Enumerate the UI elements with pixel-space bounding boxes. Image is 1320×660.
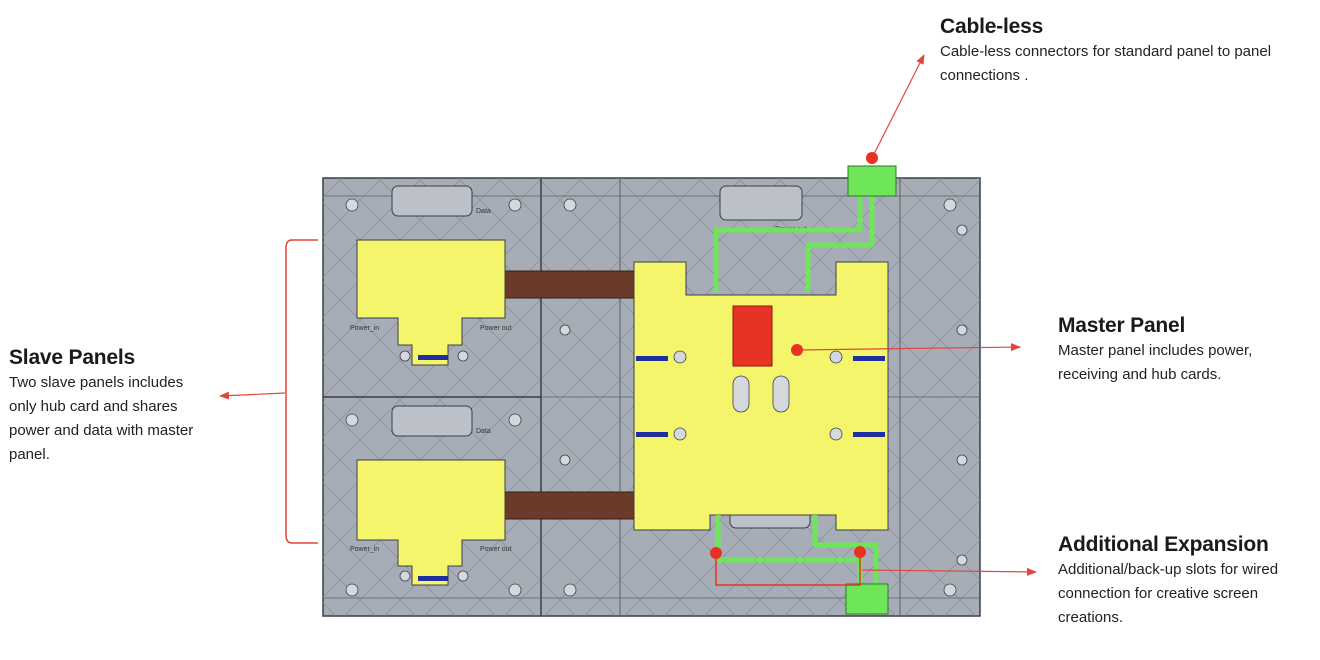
callout-description: Additional/back-up slots for wired conne… <box>1058 561 1279 626</box>
callout-cable-less: Cable-less Cable-less connectors for sta… <box>940 14 1280 88</box>
green-cable-top <box>713 190 875 292</box>
link-bar-top <box>491 270 643 299</box>
callout-title: Master Panel <box>1058 314 1186 337</box>
master-card-board <box>633 261 889 531</box>
handle-slave-bottom <box>391 405 473 437</box>
hub-card-slots <box>418 355 885 581</box>
expansion-wire <box>715 552 861 586</box>
callout-additional-expansion: Additional Expansion Additional/back-up … <box>1058 532 1298 630</box>
label-power-out-bottom: Power out <box>480 546 512 553</box>
callout-title: Cable-less <box>940 15 1044 38</box>
callout-title: Additional Expansion <box>1058 533 1269 556</box>
master-receiving-card <box>732 305 773 367</box>
label-data-bottom: Data <box>476 428 491 435</box>
callout-slave-panels: Slave Panels Two slave panels includes o… <box>9 345 209 467</box>
handle-master-top <box>719 185 803 221</box>
slave-panels-bracket <box>285 239 318 544</box>
slave-hub-card-bottom <box>356 459 506 586</box>
handle-slave-top <box>391 185 473 217</box>
link-bar-bottom <box>491 491 643 520</box>
label-power-in-bottom: Power_in <box>350 546 379 553</box>
screw-holes <box>345 198 968 597</box>
callout-description: Cable-less connectors for standard panel… <box>940 43 1272 84</box>
label-power-in-top: Power_in <box>350 325 379 332</box>
annotation-dots <box>710 152 878 559</box>
annotation-arrows <box>219 54 1037 576</box>
callout-title: Slave Panels <box>9 346 136 369</box>
callout-description: Two slave panels includes only hub card … <box>9 374 194 463</box>
cable-less-connector-top <box>847 165 897 197</box>
callout-master-panel: Master Panel Master panel includes power… <box>1058 313 1298 387</box>
callout-description: Master panel includes power, receiving a… <box>1058 342 1253 383</box>
card-cutouts <box>399 350 843 582</box>
label-data-top: Data <box>476 208 491 215</box>
label-power-out-top: Power out <box>480 325 512 332</box>
expansion-connector-bottom <box>845 583 889 615</box>
slave-hub-card-top <box>356 239 506 366</box>
